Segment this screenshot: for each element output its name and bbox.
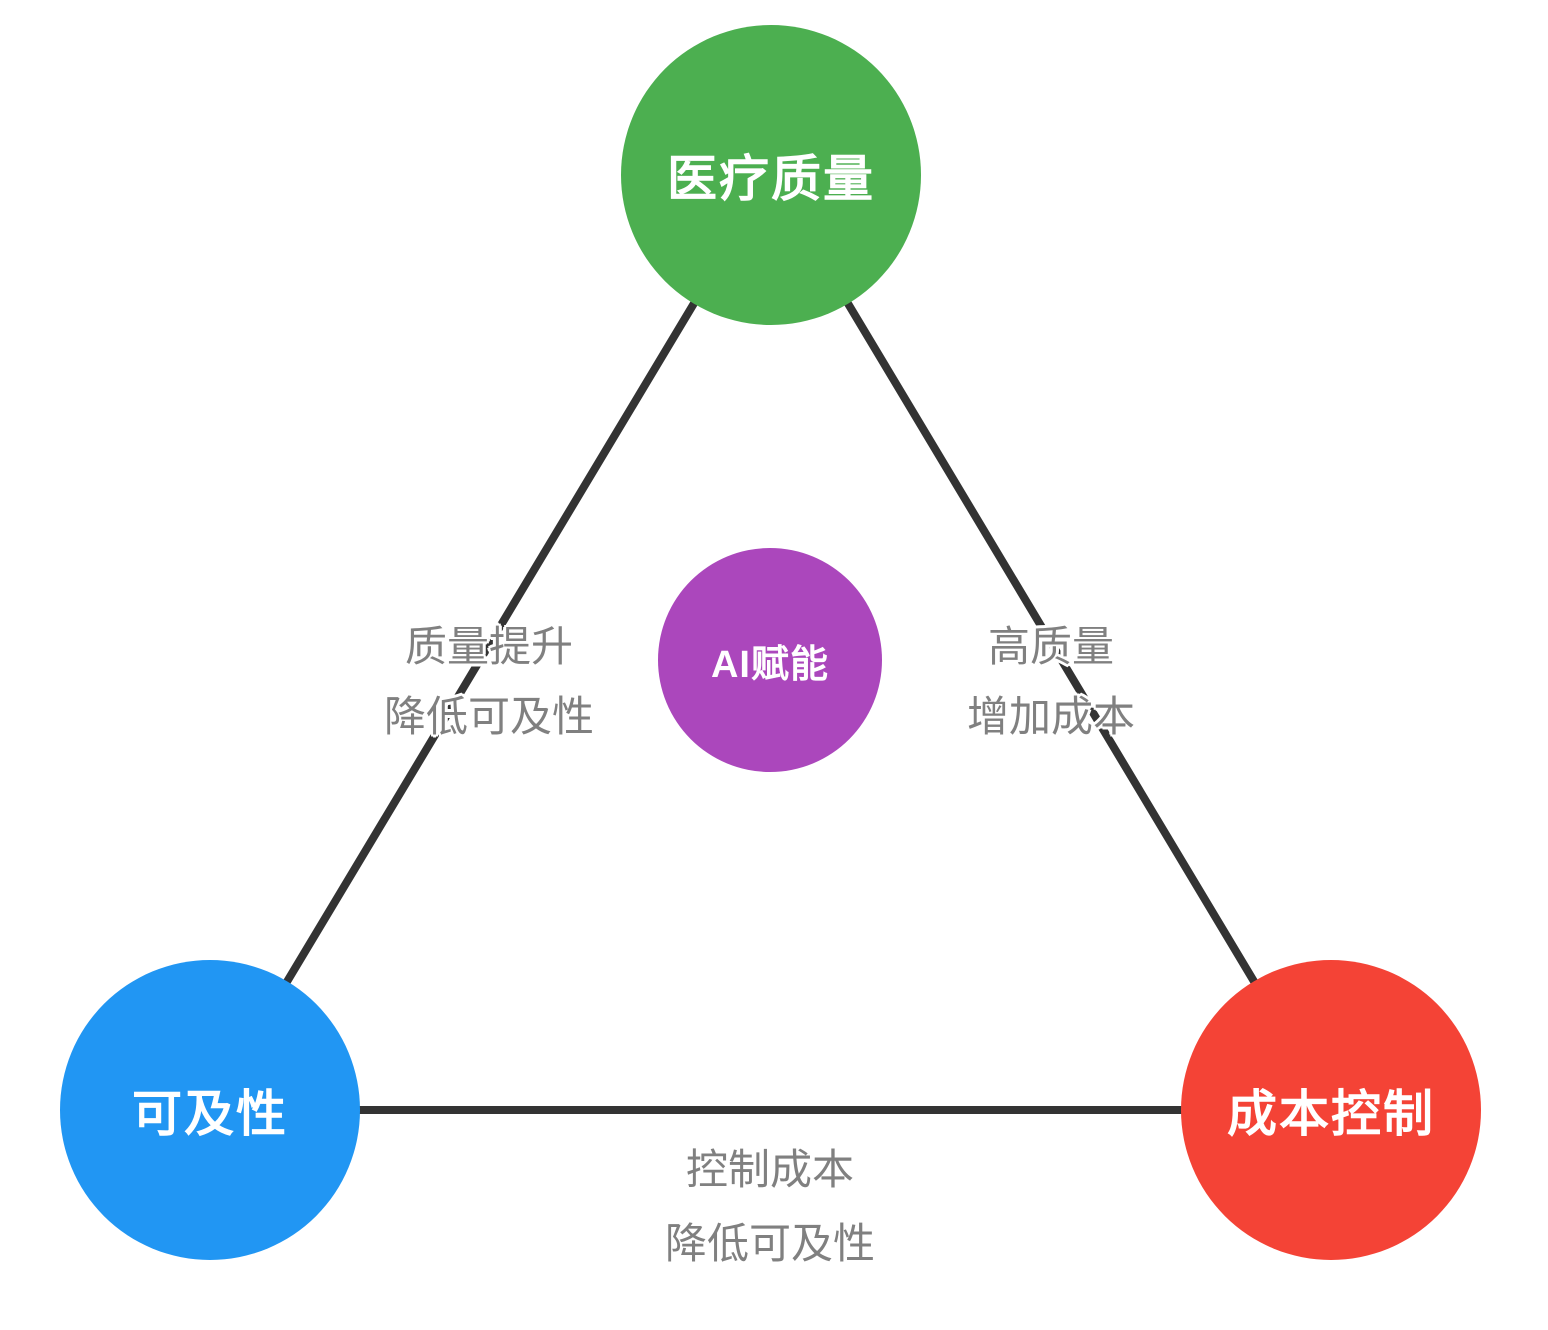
node-medical-quality-label: 医疗质量: [667, 151, 875, 207]
node-accessibility: 可及性: [60, 960, 360, 1260]
node-cost-control-label: 成本控制: [1227, 1086, 1435, 1142]
edge-label-right-line2: 增加成本: [966, 693, 1136, 740]
node-cost-control: 成本控制: [1181, 960, 1481, 1260]
node-accessibility-label: 可及性: [132, 1086, 288, 1142]
edge-label-bottom-line1: 控制成本: [685, 1146, 855, 1193]
edge-label-right-line1: 高质量: [987, 623, 1115, 670]
edge-label-left-line2: 降低可及性: [383, 693, 595, 740]
node-medical-quality: 医疗质量: [621, 25, 921, 325]
node-ai-empowerment: AI赋能: [658, 548, 882, 772]
node-ai-empowerment-label: AI赋能: [710, 643, 829, 686]
edge-left-line: [206, 171, 775, 1114]
edge-label-bottom: 控制成本 降低可及性: [665, 1133, 875, 1281]
edge-label-bottom-line2: 降低可及性: [664, 1220, 876, 1267]
edge-label-left: 质量提升 降低可及性: [384, 612, 594, 752]
edge-right-line: [767, 171, 1335, 1114]
edge-label-left-line1: 质量提升: [404, 623, 574, 670]
edge-label-right: 高质量 增加成本: [967, 612, 1135, 752]
